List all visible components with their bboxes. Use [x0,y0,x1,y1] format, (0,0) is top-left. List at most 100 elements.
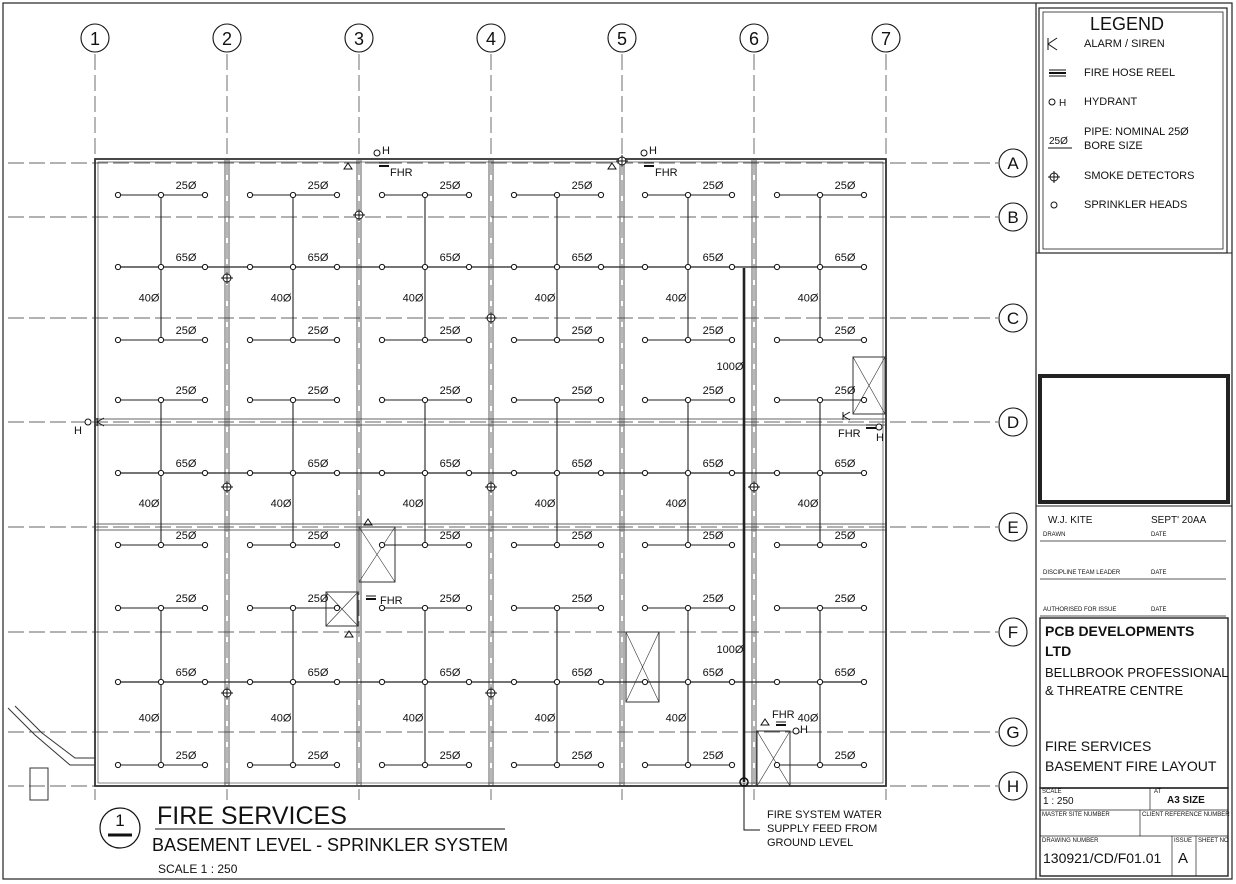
shaft [625,631,660,703]
date-label-2: DATE [1151,570,1167,576]
drawing-number-bubble [99,807,141,849]
pipe-label-40: 40Ø [535,498,556,510]
sprinkler-head [421,541,429,549]
grid-bubble-col [739,23,769,53]
pipe-label-65: 65Ø [703,252,724,264]
project-name-line-1: BELLBROOK PROFESSIONAL [1045,665,1229,680]
ramp [14,705,95,759]
pipe-label-25: 25Ø [440,593,461,605]
sprinkler-head [773,604,781,612]
issue-value: A [1178,850,1189,867]
project-name-line-2: & THREATRE CENTRE [1045,683,1184,698]
grid-label-row: G [1006,723,1019,742]
sprinkler-head [860,678,868,686]
grid-label-col: 7 [881,29,891,49]
sprinkler-head [597,396,605,404]
sprinkler-head [246,336,254,344]
sprinkler-head [246,396,254,404]
pipe-label-25: 25Ø [835,325,856,337]
drawn-date-value: SEPT' 20AA [1151,515,1207,526]
sprinkler-head [201,263,209,271]
alarm-siren-icon [842,411,851,421]
grid-bubble-row [998,407,1028,437]
hose-reel-label: FHR [772,709,795,721]
grid-bubble-col [476,23,506,53]
hose-reel-label: FHR [390,167,413,179]
sprinkler-head [378,191,386,199]
pipe-label-65: 65Ø [308,458,329,470]
sprinkler-head [816,604,824,612]
pipe-label-25: 25Ø [703,593,724,605]
pipe-label-40: 40Ø [535,713,556,725]
sprinkler-head [597,263,605,271]
sprinkler-head [860,541,868,549]
legend-label-hydrant: HYDRANT [1084,96,1137,108]
sprinkler-head [773,541,781,549]
hose-reel-label: FHR [655,167,678,179]
sprinkler-head [510,541,518,549]
sprinkler-head [114,263,122,271]
sprinkler-head [157,604,165,612]
hydrant-label: H [800,724,808,736]
sprinkler-head [641,604,649,612]
shaft [756,730,791,787]
pipe-label-25: 25Ø [176,385,197,397]
sprinkler-head [510,263,518,271]
sprinkler-head [641,678,649,686]
sprinkler-head [378,761,386,769]
pipe-label-40: 40Ø [666,293,687,305]
sprinkler-head [201,678,209,686]
sprinkler-head [465,541,473,549]
sprinkler-head [684,336,692,344]
sprinkler-head [114,678,122,686]
pipe-label-25: 25Ø [440,750,461,762]
svg-text:H: H [1059,98,1066,109]
sprinkler-head [421,469,429,477]
sprinkler-head [684,761,692,769]
sprinkler-head [246,761,254,769]
sheet-size-value: A3 SIZE [1167,795,1205,806]
grid-bubble-row [998,148,1028,178]
pipe-label-25: 25Ø [572,180,593,192]
drawing-number-label: DRAWING NUMBER [1042,838,1099,844]
sprinkler-head [333,541,341,549]
pipe-label-65: 65Ø [835,458,856,470]
sprinkler-head [728,336,736,344]
drawing-number: 1 [115,811,124,830]
grid-bubble-col [80,23,110,53]
sprinkler-head [114,469,122,477]
sprinkler-head [816,761,824,769]
sprinkler-head [728,761,736,769]
pipe-label-25: 25Ø [572,325,593,337]
sprinkler-head [157,469,165,477]
pipe-label-100: 100Ø [717,361,744,373]
sprinkler-head [201,604,209,612]
sprinkler-head [641,469,649,477]
sprinkler-head [333,604,341,612]
pipe-size-icon: 25Ø [1048,136,1072,149]
hydrant-icon: H [1048,98,1066,109]
pipe-label-100: 100Ø [717,644,744,656]
drawn-label: DRAWN [1043,532,1066,538]
sprinkler-head [860,761,868,769]
sprinkler-head [114,191,122,199]
pipe-label-40: 40Ø [798,713,819,725]
sprinkler-head [597,336,605,344]
pipe-label-25: 25Ø [703,385,724,397]
pipe-label-65: 65Ø [703,458,724,470]
drawing-title-text: FIRE SERVICES [157,802,347,830]
pipe-label-25: 25Ø [703,180,724,192]
sprinkler-head [201,469,209,477]
sprinkler-head [114,336,122,344]
pipe-label-65: 65Ø [440,252,461,264]
sprinkler-head [510,191,518,199]
pipe-label-25: 25Ø [440,325,461,337]
pipe-label-25: 25Ø [440,530,461,542]
sprinkler-head [421,396,429,404]
sprinkler-head [510,396,518,404]
pipe-label-25: 25Ø [308,180,329,192]
sprinkler-head [157,191,165,199]
sprinkler-head [597,604,605,612]
alarm-siren-icon [343,162,353,170]
